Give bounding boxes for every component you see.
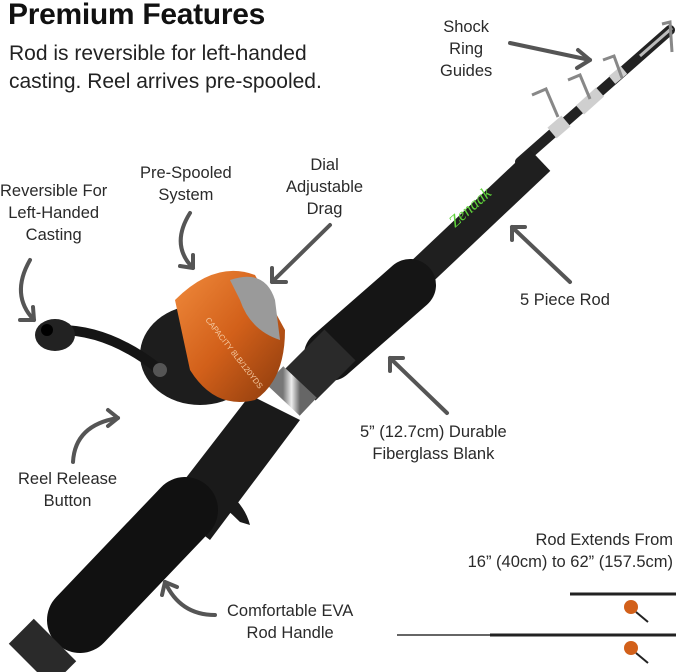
callout-shock-ring-guides: Shock Ring Guides	[440, 16, 492, 82]
callout-text: Comfortable EVA	[227, 602, 354, 620]
chrome-ring	[266, 366, 317, 416]
callout-reversible: Reversible For Left-Handed Casting	[0, 180, 107, 246]
arrow-icon-reel-release	[71, 408, 120, 464]
rod-tip	[515, 25, 675, 167]
callout-rod-extends: Rod Extends From 16” (40cm) to 62” (157.…	[468, 529, 673, 573]
arrow-icon-dial-drag	[270, 223, 332, 284]
page-title: Premium Features	[8, 0, 265, 31]
callout-five-piece-rod: 5 Piece Rod	[520, 289, 610, 311]
callout-text: Left-Handed	[8, 204, 100, 222]
arrow-icon-eva-handle	[160, 580, 217, 617]
callout-text: Button	[43, 492, 92, 510]
callout-reel-release: Reel Release Button	[18, 468, 117, 512]
callout-text: Reel Release	[18, 470, 118, 488]
callout-text: Rod Extends From	[535, 531, 673, 549]
callout-text: 5” (12.7cm) Durable	[360, 423, 507, 441]
subtitle-line-1: Rod is reversible for left-handed	[9, 42, 307, 65]
callout-text: Ring	[449, 40, 484, 58]
arrow-icon-five-piece	[510, 225, 572, 284]
arrow-icon-shock-ring	[508, 41, 592, 70]
arrow-icon-pre-spooled	[178, 211, 195, 270]
rod-extended-thumbnail	[397, 633, 676, 664]
callout-fiberglass-blank: 5” (12.7cm) Durable Fiberglass Blank	[360, 421, 507, 465]
pistol-grip	[8, 395, 300, 672]
callout-text: Fiberglass Blank	[372, 445, 495, 463]
callout-text: Adjustable	[286, 178, 364, 196]
callout-text: Rod Handle	[246, 624, 334, 642]
arrow-icon-fiberglass	[388, 356, 449, 415]
callout-text: Pre-Spooled	[140, 164, 232, 182]
foregrip	[304, 259, 436, 381]
rod-collapsed-thumbnail	[570, 592, 676, 623]
callout-text: Casting	[25, 226, 82, 244]
callout-text: System	[158, 186, 214, 204]
callout-text: 5 Piece Rod	[520, 291, 610, 309]
callout-eva-handle: Comfortable EVA Rod Handle	[227, 600, 353, 644]
callout-arrows	[18, 41, 592, 617]
callout-text: Shock	[443, 18, 490, 36]
subtitle-line-2: casting. Reel arrives pre-spooled.	[9, 70, 322, 93]
callout-text: 16” (40cm) to 62” (157.5cm)	[467, 553, 673, 571]
callout-text: Guides	[440, 62, 493, 80]
reel-seat-thread	[284, 329, 356, 401]
callout-text: Reversible For	[0, 182, 108, 200]
arrow-icon-reversible	[18, 258, 36, 322]
spincast-reel: CAPACITY 8LB/120YDS	[35, 270, 285, 405]
shock-ring-guides	[531, 20, 674, 118]
callout-text: Drag	[306, 200, 343, 218]
subtitle: Rod is reversible for left-handed castin…	[9, 40, 389, 96]
callout-text: Dial	[310, 156, 339, 174]
callout-pre-spooled: Pre-Spooled System	[140, 162, 232, 206]
callout-dial-adjustable-drag: Dial Adjustable Drag	[286, 154, 363, 220]
